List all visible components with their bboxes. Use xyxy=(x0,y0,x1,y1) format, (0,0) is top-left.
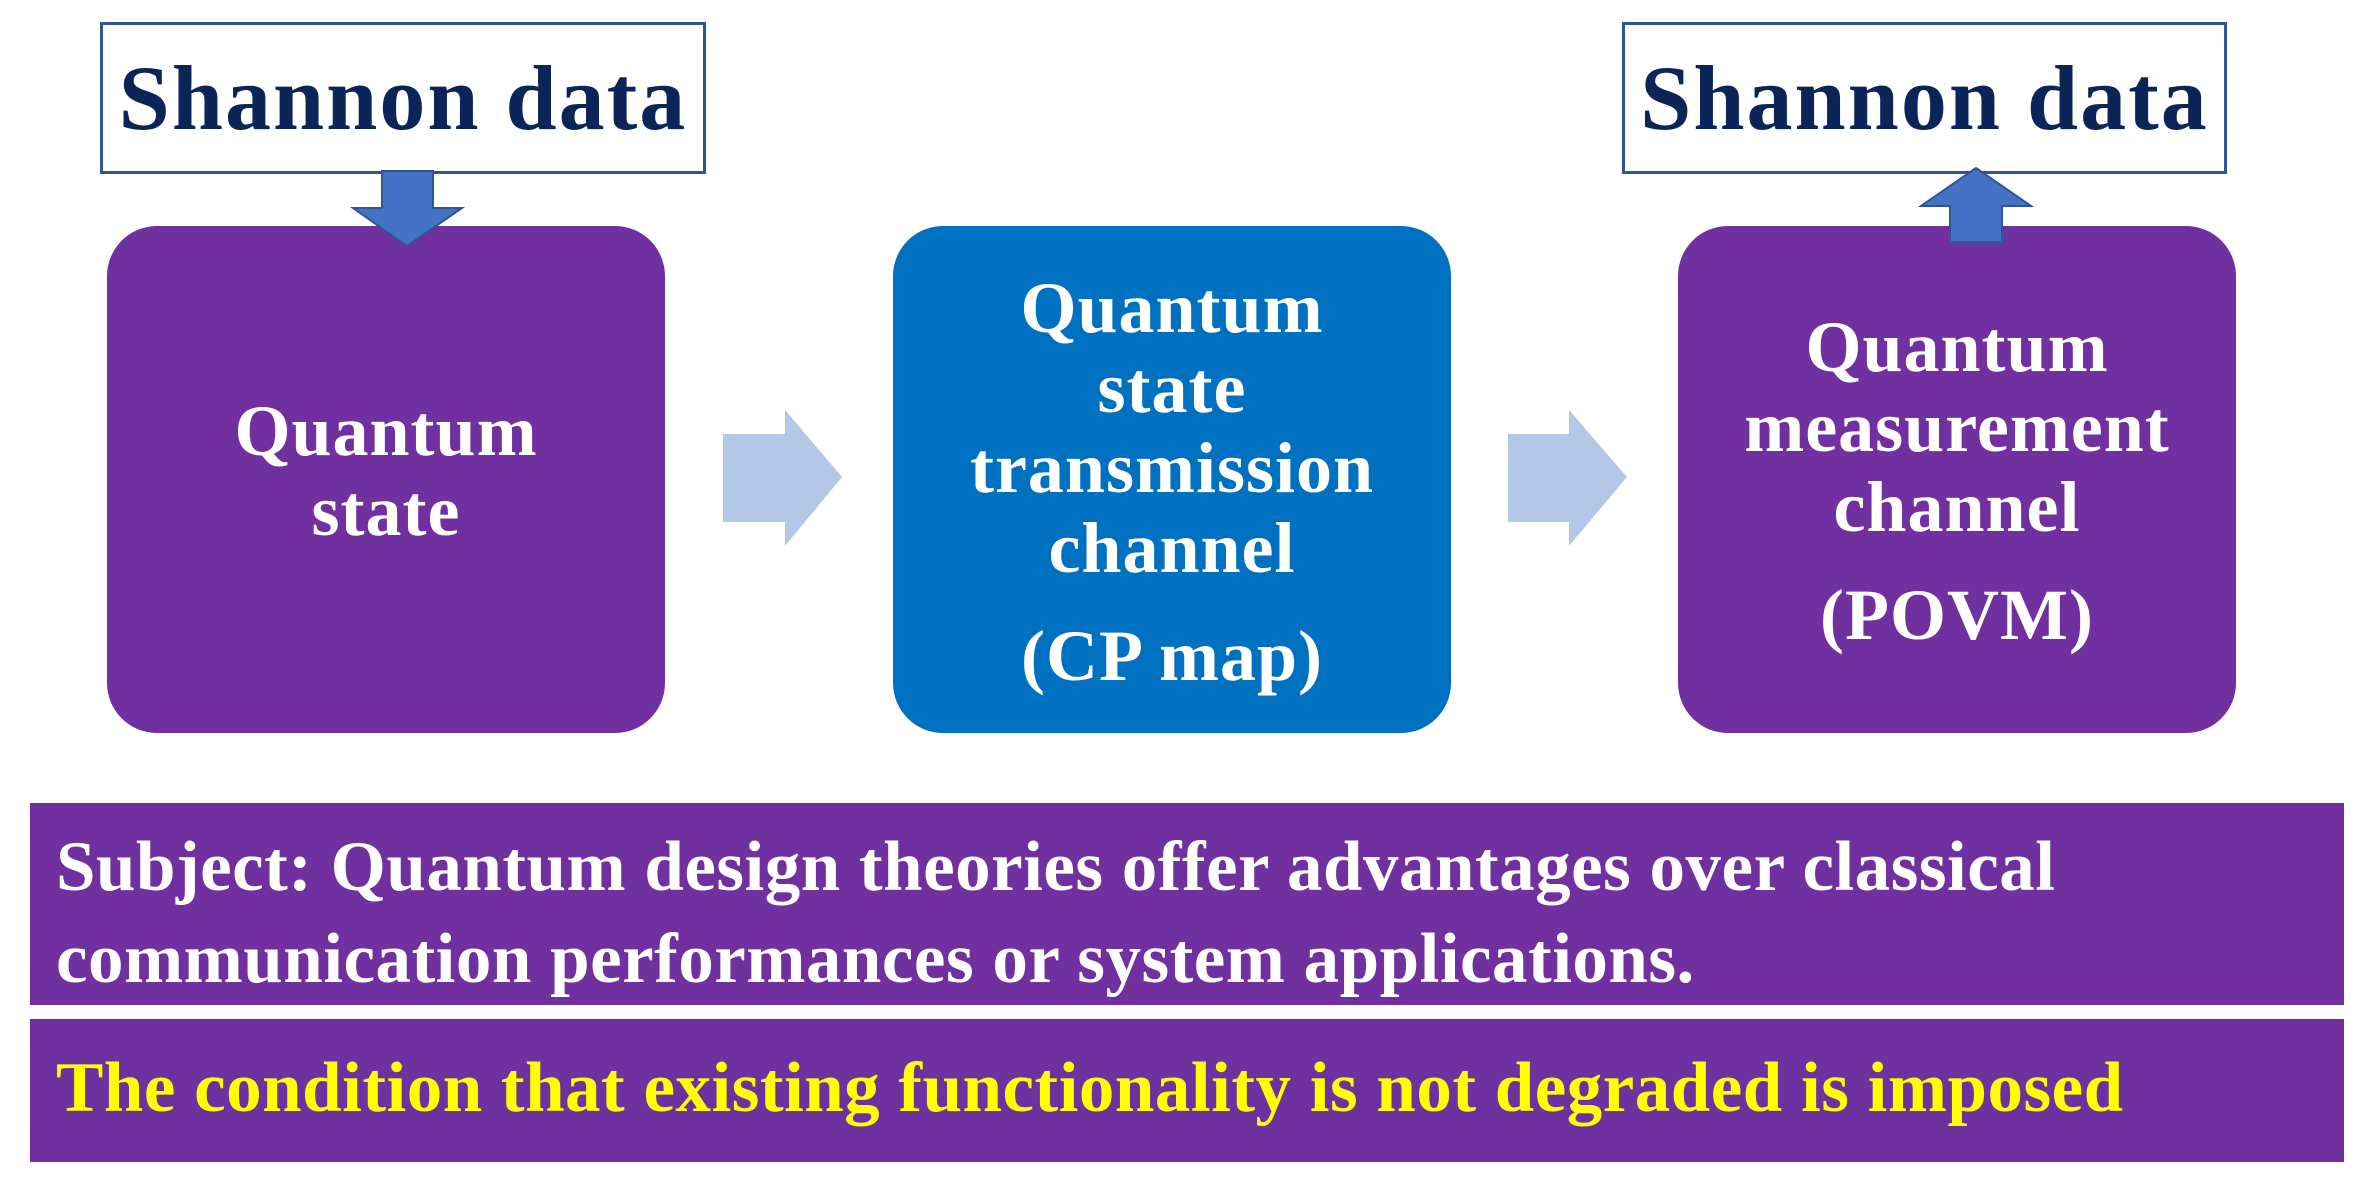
shannon-data-output-text: Shannon data xyxy=(1640,47,2209,149)
shannon-data-output-label: Shannon data xyxy=(1622,22,2227,174)
shannon-data-input-label: Shannon data xyxy=(100,22,706,174)
condition-banner: The condition that existing functionalit… xyxy=(30,1019,2344,1162)
condition-text: The condition that existing functionalit… xyxy=(56,1048,2124,1127)
measurement-channel-title: Quantum measurement channel xyxy=(1744,306,2170,547)
right-arrow-icon xyxy=(723,410,842,546)
measurement-channel-node: Quantum measurement channel (POVM) xyxy=(1678,226,2236,733)
right-arrow-icon xyxy=(1508,410,1627,546)
subject-banner: Subject: Quantum design theories offer a… xyxy=(30,803,2344,1005)
shannon-data-input-text: Shannon data xyxy=(118,47,688,149)
transmission-channel-title: Quantum state transmission channel xyxy=(969,267,1375,588)
cp-map-subtitle: (CP map) xyxy=(1021,615,1323,696)
quantum-state-node: Quantum state xyxy=(107,226,665,733)
transmission-channel-node: Quantum state transmission channel (CP m… xyxy=(893,226,1451,733)
povm-subtitle: (POVM) xyxy=(1820,574,2094,655)
quantum-state-title: Quantum state xyxy=(234,390,538,551)
subject-text: Subject: Quantum design theories offer a… xyxy=(56,828,2056,998)
